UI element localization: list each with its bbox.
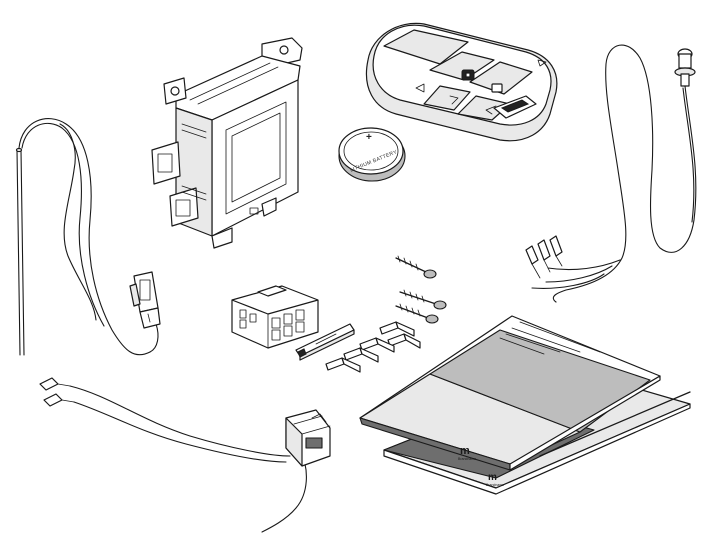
screw-3 bbox=[395, 303, 439, 324]
pin-3 bbox=[359, 337, 395, 353]
control-unit bbox=[151, 37, 303, 249]
terminal-pins bbox=[325, 321, 421, 373]
cable-clip-rail bbox=[295, 323, 355, 361]
sensor-cable bbox=[15, 118, 161, 356]
screw-2 bbox=[399, 289, 447, 310]
pin-5 bbox=[325, 357, 361, 373]
multi-pin-connector bbox=[231, 285, 319, 349]
coin-battery: + LITHIUM BATTERY bbox=[338, 127, 406, 182]
manual-back-logo: m bbox=[488, 472, 497, 483]
screw-1 bbox=[395, 255, 437, 279]
battery-plus-mark: + bbox=[366, 132, 372, 143]
manual-back-brand: Brandname bbox=[486, 483, 504, 487]
harness-cable bbox=[39, 377, 331, 533]
manual-front: m Brandname bbox=[359, 315, 661, 471]
pin-1 bbox=[379, 321, 415, 337]
manual-front-logo: m bbox=[460, 445, 470, 457]
pin-4 bbox=[343, 347, 379, 363]
push-button-cable bbox=[525, 44, 697, 303]
manual-front-brand: Brandname bbox=[458, 457, 476, 461]
remote-control bbox=[365, 22, 558, 142]
